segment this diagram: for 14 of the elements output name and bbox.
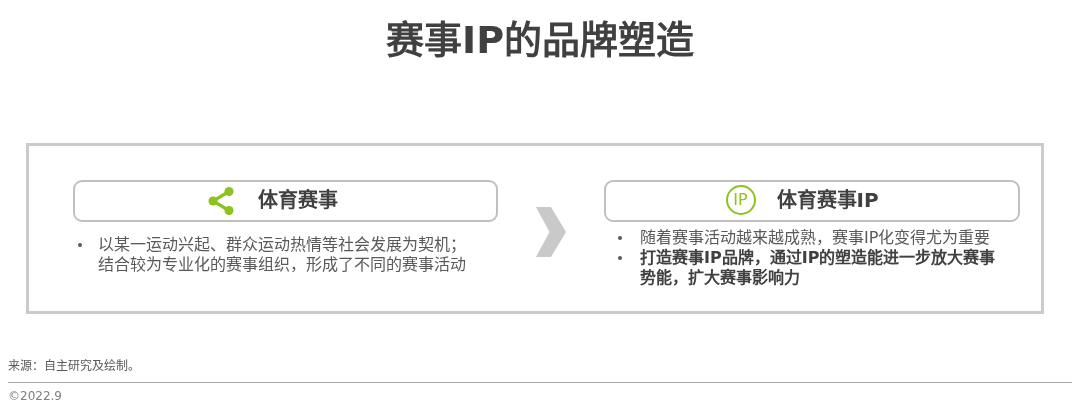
source-note: 来源：自主研究及绘制。 [8,358,140,374]
bullet-text: 随着赛事活动越来越成熟，赛事IP化变得尤为重要 [640,228,992,248]
bullet-text: 打造赛事IP品牌，通过IP的塑造能进一步放大赛事势能，扩大赛事影响力 [640,248,997,288]
chevron-arrow [536,207,566,257]
heading-box [73,180,498,222]
heading-box [604,180,1020,222]
heading-text: 体育赛事IP [776,187,879,214]
bullet-text: 以某一运动兴起、群众运动热情等社会发展为契机；结合较为专业化的赛事组织，形成了不同的赛事活动 [98,235,467,275]
heading-text: 体育赛事 [257,187,338,214]
copyright-text: ©2022.9 [8,388,62,404]
diagram-title: 赛事IP的品牌塑造 [386,17,694,63]
circle-outline [725,184,756,215]
content-panel [26,143,1044,314]
abbreviation-text: IP [733,190,748,209]
